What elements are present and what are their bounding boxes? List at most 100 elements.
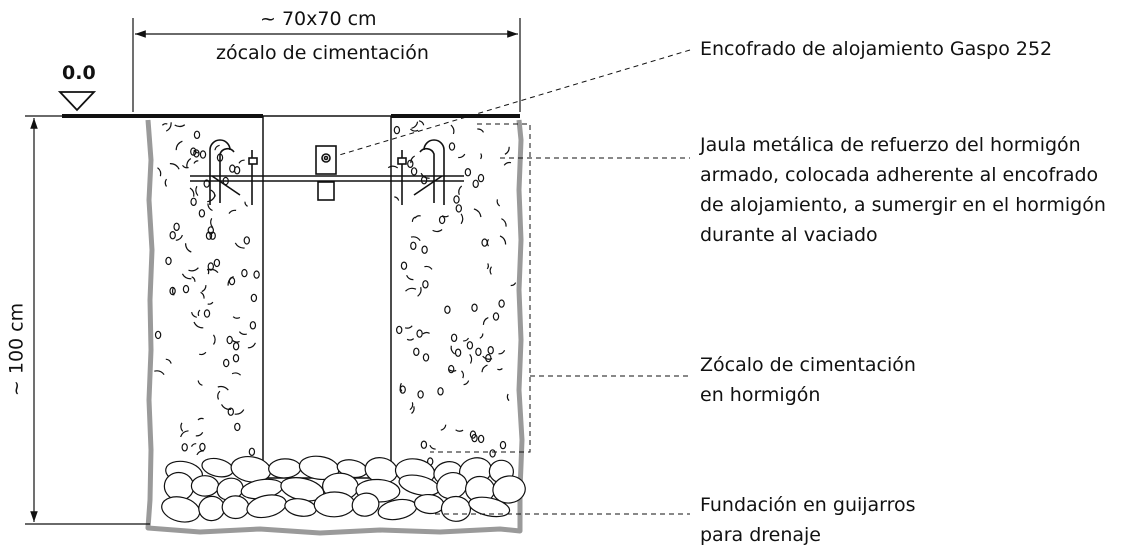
texture-stroke	[232, 339, 240, 343]
texture-pebble	[472, 179, 479, 188]
texture-stroke	[479, 333, 484, 339]
texture-pebble	[250, 293, 258, 303]
texture-pebble	[222, 358, 230, 368]
texture-pebble	[422, 280, 429, 289]
texture-stroke	[197, 309, 201, 317]
texture-stroke	[387, 165, 399, 169]
texture-pebble	[234, 422, 241, 432]
callout-foundation-line: en hormigón	[700, 384, 821, 406]
callout-foundation-line: Zócalo de cimentación	[700, 354, 916, 376]
texture-stroke	[193, 321, 204, 329]
texture-stroke	[188, 267, 199, 272]
texture-pebble	[248, 447, 256, 456]
texture-pebble	[454, 348, 462, 357]
concrete-texture	[154, 120, 517, 466]
texture-pebble	[226, 335, 233, 345]
gravel-stone	[221, 495, 250, 520]
texture-stroke	[212, 334, 216, 345]
texture-pebble	[233, 165, 241, 175]
texture-pebble	[198, 209, 206, 218]
gravel-stones	[161, 455, 526, 523]
texture-stroke	[424, 265, 433, 270]
texture-pebble	[444, 305, 451, 314]
callout-cage-line: durante al vaciado	[700, 224, 878, 246]
texture-stroke	[200, 291, 205, 299]
texture-pebble	[154, 330, 162, 340]
texture-stroke	[190, 443, 197, 447]
texture-stroke	[458, 153, 466, 159]
texture-pebble	[249, 321, 257, 330]
texture-stroke	[210, 189, 216, 197]
texture-pebble	[396, 325, 403, 335]
texture-stroke	[420, 172, 430, 179]
texture-stroke	[191, 311, 197, 318]
texture-stroke	[195, 431, 204, 437]
texture-stroke	[206, 268, 210, 275]
texture-stroke	[510, 282, 517, 287]
texture-stroke	[405, 287, 417, 292]
texture-stroke	[214, 144, 220, 151]
texture-stroke	[197, 380, 203, 386]
texture-stroke	[411, 406, 415, 414]
texture-stroke	[482, 317, 489, 325]
texture-pebble	[190, 197, 197, 206]
texture-pebble	[407, 159, 414, 168]
texture-pebble	[453, 195, 460, 204]
texture-stroke	[432, 229, 443, 233]
gravel-stone	[413, 493, 445, 515]
texture-pebble	[438, 215, 446, 225]
texture-pebble	[400, 261, 408, 270]
texture-stroke	[422, 331, 430, 335]
texture-stroke	[414, 215, 421, 219]
texture-stroke	[189, 187, 195, 197]
texture-pebble	[498, 299, 505, 308]
gravel-stone	[492, 475, 526, 504]
texture-pebble	[487, 346, 494, 355]
texture-stroke	[220, 404, 232, 410]
texture-pebble	[207, 262, 214, 271]
texture-stroke	[497, 368, 503, 371]
texture-pebble	[489, 449, 496, 458]
texture-pebble	[213, 258, 221, 268]
texture-pebble	[448, 142, 456, 151]
gravel-stone	[440, 495, 472, 522]
texture-stroke	[210, 218, 214, 228]
texture-pebble	[227, 407, 234, 416]
texture-stroke	[489, 266, 493, 275]
callout-cage-line: de alojamiento, a sumergir en el hormigó…	[700, 194, 1106, 216]
texture-stroke	[450, 124, 455, 135]
texture-pebble	[499, 440, 507, 450]
texture-stroke	[463, 337, 470, 342]
texture-stroke	[247, 342, 256, 349]
texture-pebble	[413, 347, 420, 356]
texture-stroke	[201, 285, 207, 293]
texture-stroke	[506, 393, 510, 402]
texture-stroke	[463, 380, 470, 386]
texture-pebble	[190, 147, 197, 156]
texture-pebble	[253, 270, 260, 279]
texture-stroke	[228, 209, 237, 214]
texture-pebble	[243, 236, 250, 245]
texture-pebble	[416, 329, 423, 338]
texture-pebble	[466, 341, 474, 350]
texture-stroke	[217, 390, 221, 400]
texture-pebble	[422, 353, 430, 362]
leader-lines	[335, 49, 691, 515]
callout-formwork: Encofrado de alojamiento Gaspo 252	[700, 38, 1053, 60]
texture-pebble	[393, 125, 401, 135]
texture-stroke	[157, 167, 162, 177]
width-dimension-caption: zócalo de cimentación	[216, 42, 429, 64]
texture-stroke	[231, 372, 242, 376]
gravel-stone	[313, 491, 356, 518]
texture-pebble	[203, 309, 211, 318]
reinforcement-cage-left	[190, 139, 263, 205]
texture-stroke	[169, 162, 180, 170]
texture-pebble	[492, 312, 500, 321]
texture-stroke	[499, 235, 507, 245]
texture-pebble	[421, 245, 428, 254]
texture-stroke	[477, 128, 485, 133]
texture-stroke	[161, 123, 168, 126]
texture-stroke	[238, 159, 245, 164]
gravel-stone	[161, 496, 201, 523]
